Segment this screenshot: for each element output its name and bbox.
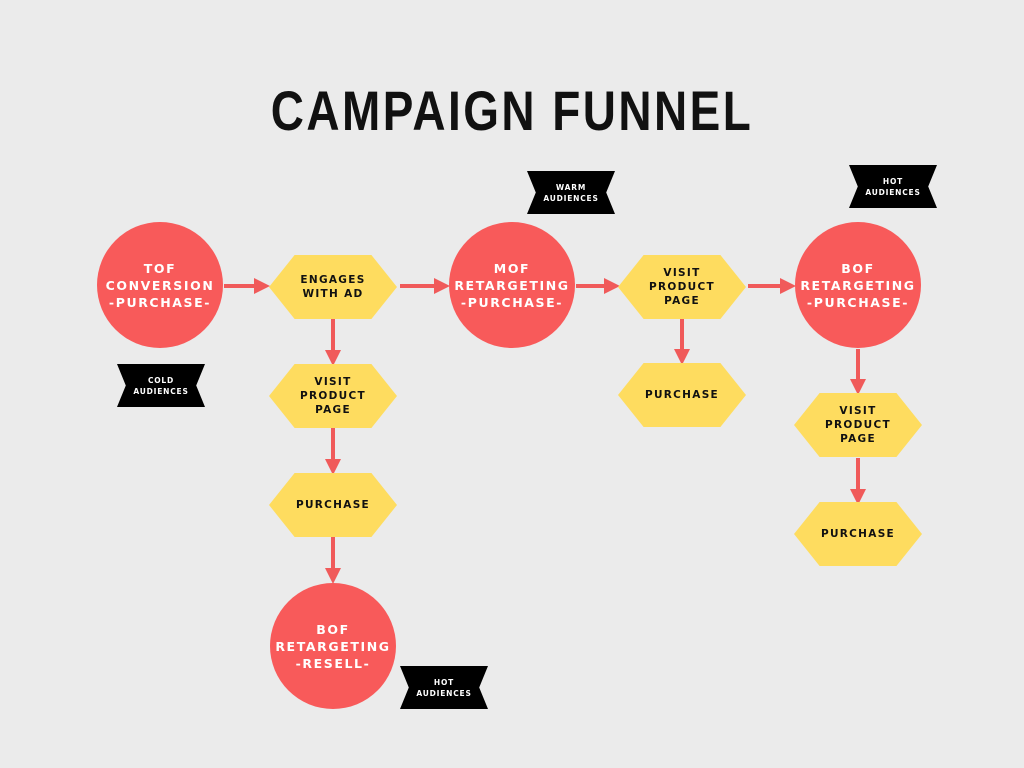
stage-label: RETARGETING — [800, 277, 916, 293]
step-label: PURCHASE — [295, 499, 371, 511]
stage-label: BOF — [316, 621, 350, 637]
step-visit-product-page: VISIT PRODUCT PAGE — [618, 255, 746, 319]
step-purchase: PURCHASE — [269, 473, 397, 537]
step-label: PAGE — [664, 295, 700, 307]
step-label: VISIT — [314, 376, 352, 388]
stage-label: -PURCHASE- — [108, 294, 212, 310]
step-label: PAGE — [840, 433, 876, 445]
step-label: PRODUCT — [649, 281, 715, 293]
tag-label: HOT — [433, 677, 455, 687]
tag-label: AUDIENCES — [865, 187, 921, 197]
tag-label: HOT — [882, 176, 904, 186]
step-label: PRODUCT — [825, 419, 891, 431]
step-label: PURCHASE — [644, 389, 720, 401]
step-visit-product-page: VISIT PRODUCT PAGE — [269, 364, 397, 428]
step-purchase: PURCHASE — [794, 502, 922, 566]
stage-label: -RESELL- — [295, 655, 371, 671]
step-engages-with-ad: ENGAGES WITH AD — [269, 255, 397, 319]
stage-label: CONVERSION — [105, 277, 215, 293]
tag-label: AUDIENCES — [543, 193, 599, 203]
step-label: VISIT — [663, 267, 701, 279]
stage-label: RETARGETING — [275, 638, 391, 654]
stage-label: -PURCHASE- — [460, 294, 564, 310]
stage-label: RETARGETING — [454, 277, 570, 293]
step-label: WITH AD — [302, 288, 364, 300]
stage-label: -PURCHASE- — [806, 294, 910, 310]
step-visit-product-page: VISIT PRODUCT PAGE — [794, 393, 922, 457]
tag-label: COLD — [147, 375, 175, 385]
stage-label: BOF — [841, 260, 875, 276]
step-label: PURCHASE — [820, 528, 896, 540]
stage-label: MOF — [493, 260, 531, 276]
page-title: CAMPAIGN FUNNEL — [270, 79, 754, 142]
step-label: ENGAGES — [300, 274, 366, 286]
tag-label: AUDIENCES — [133, 386, 189, 396]
stage-label: TOF — [143, 260, 177, 276]
step-purchase: PURCHASE — [618, 363, 746, 427]
tag-label: WARM — [555, 182, 587, 192]
step-label: PRODUCT — [300, 390, 366, 402]
step-label: PAGE — [315, 404, 351, 416]
tag-label: AUDIENCES — [416, 688, 472, 698]
step-label: VISIT — [839, 405, 877, 417]
